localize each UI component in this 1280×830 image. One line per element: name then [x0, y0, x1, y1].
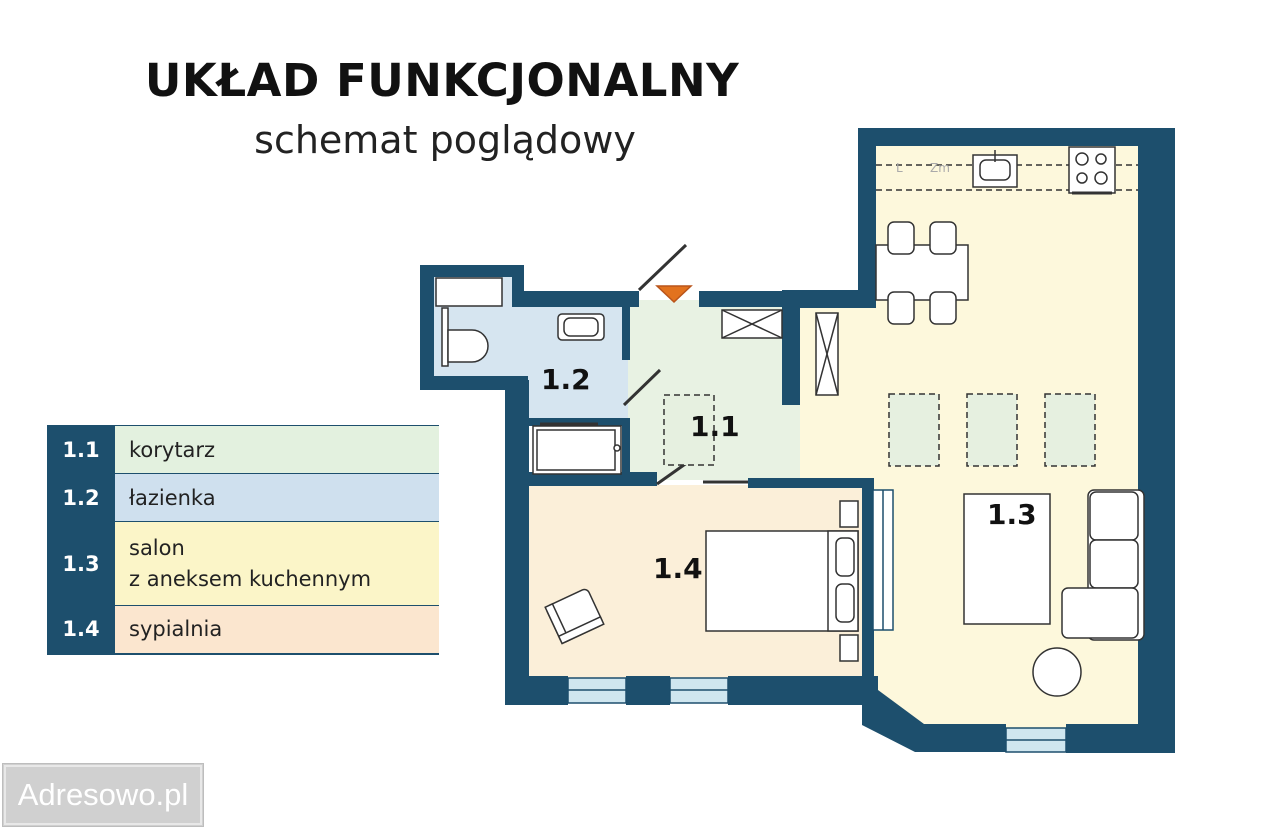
dining-table — [875, 221, 969, 325]
windows — [567, 489, 1067, 753]
room-legend: 1.1 korytarz 1.2 łazienka 1.3 salon z an… — [47, 425, 439, 655]
legend-label: sypialnia — [115, 605, 439, 654]
legend-number: 1.1 — [47, 425, 115, 474]
legend-label-line: salon — [129, 535, 185, 560]
legend-label: łazienka — [115, 473, 439, 522]
freezer-label: Zm — [930, 161, 950, 175]
legend-label: korytarz — [115, 425, 439, 474]
bathroom-fixtures — [435, 277, 622, 475]
watermark-logo: Adresowo.pl — [2, 763, 204, 827]
legend-label: salon z aneksem kuchennym — [115, 521, 439, 606]
room-label-1-3: 1.3 — [987, 498, 1037, 531]
room-label-1-4: 1.4 — [653, 552, 703, 585]
fridge-label: L — [896, 161, 903, 175]
room-label-1-1: 1.1 — [690, 410, 740, 443]
legend-number: 1.2 — [47, 473, 115, 522]
legend-label-line: z aneksem kuchennym — [129, 566, 372, 591]
legend-row: 1.4 sypialnia — [47, 605, 439, 654]
bedroom-furniture — [544, 500, 859, 662]
page-subtitle: schemat poglądowy — [254, 118, 636, 162]
legend-row: 1.2 łazienka — [47, 473, 439, 522]
kitchen-counter — [876, 146, 1138, 195]
legend-number: 1.4 — [47, 605, 115, 654]
legend-row: 1.3 salon z aneksem kuchennym — [47, 521, 439, 606]
entrance-arrow-icon — [655, 285, 693, 304]
room-label-1-2: 1.2 — [541, 363, 591, 396]
wardrobe — [721, 309, 839, 396]
legend-number: 1.3 — [47, 521, 115, 606]
legend-row: 1.1 korytarz — [47, 425, 439, 474]
living-furniture — [963, 489, 1145, 697]
doors — [540, 243, 748, 486]
rugs — [663, 393, 1096, 467]
walls — [420, 128, 1175, 753]
page-title: UKŁAD FUNKCJONALNY — [144, 54, 740, 107]
